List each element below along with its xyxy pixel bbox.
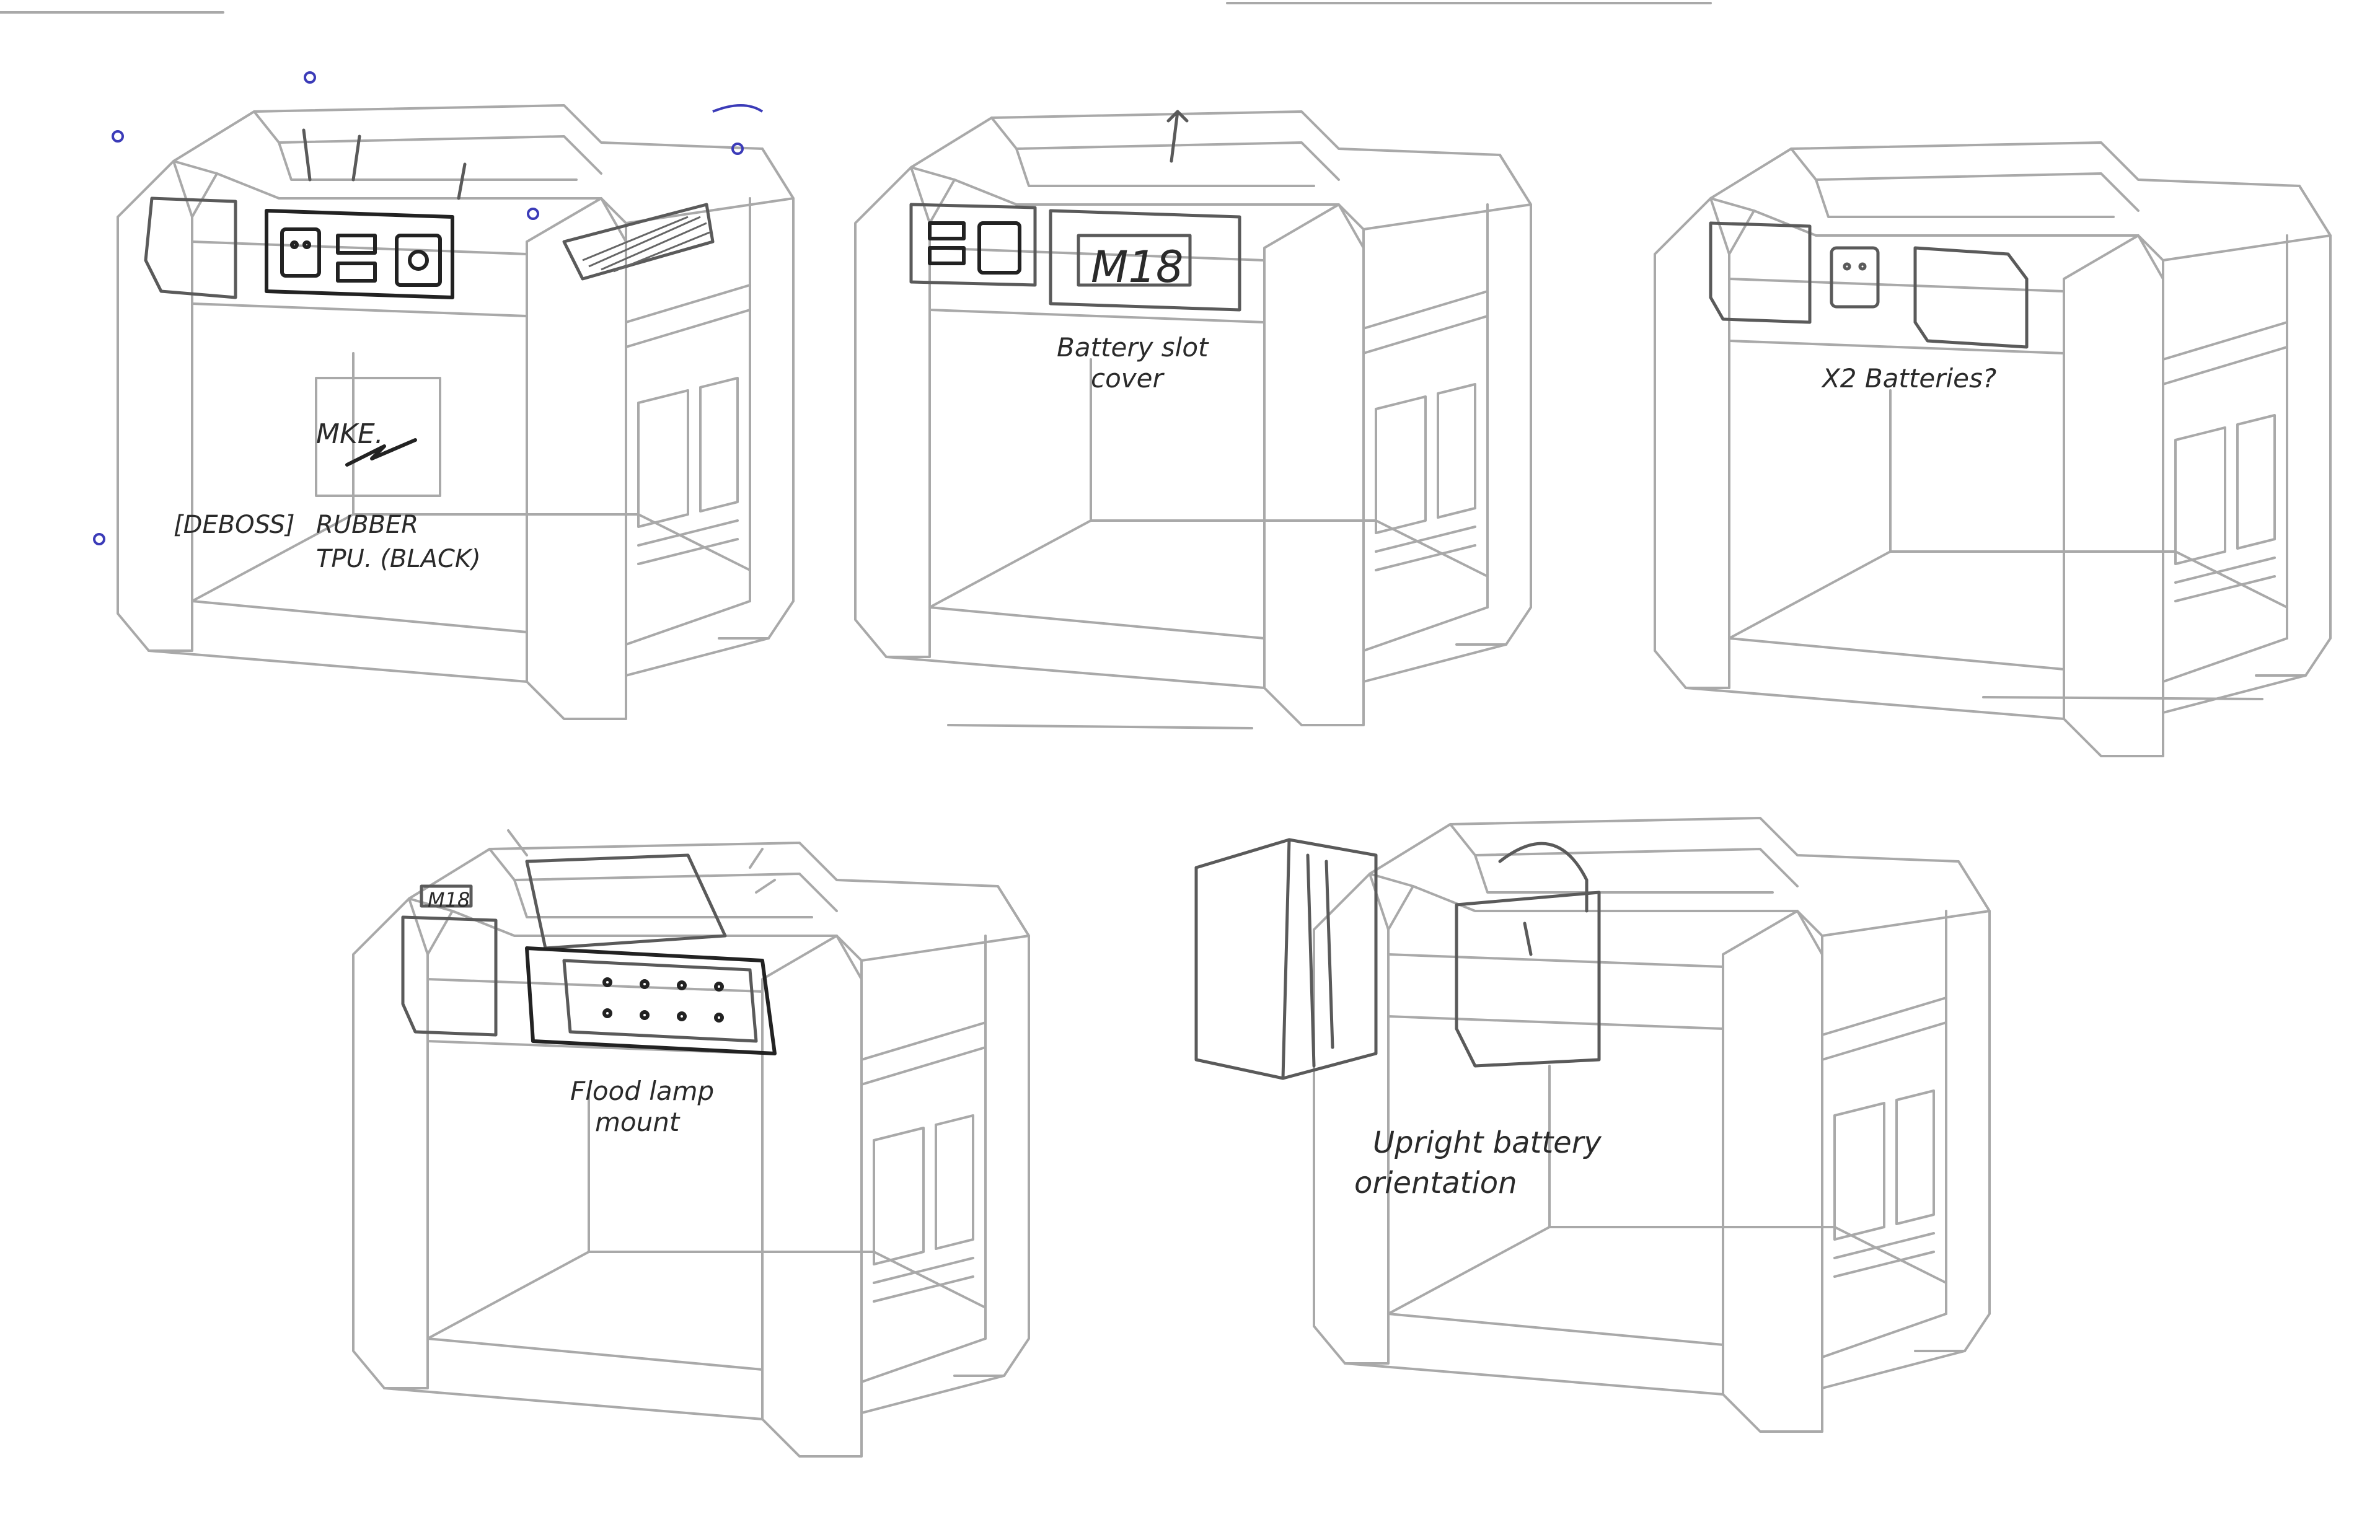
sketch-5-note-line1: Upright battery bbox=[1373, 1125, 1602, 1160]
sketch-1-logo-note: MKE. bbox=[316, 418, 384, 450]
sketch-2-badge: M18 bbox=[1091, 242, 1183, 293]
sketch-5-note-line2: orientation bbox=[1354, 1166, 1517, 1200]
sketch-1-rubber-note: RUBBER bbox=[316, 511, 418, 539]
sketch-4-badge: M18 bbox=[428, 888, 470, 912]
sketch-1-tpu-note: TPU. (BLACK) bbox=[316, 545, 481, 573]
sketch-2-note-line2: cover bbox=[1091, 363, 1165, 394]
sketch-3-dual-batteries bbox=[1654, 141, 2332, 757]
sketch-4-flood-lamp-mount bbox=[352, 829, 1030, 1458]
sketch-1-deboss-note: [DEBOSS] bbox=[174, 511, 295, 539]
sketch-1-power-station bbox=[93, 71, 795, 720]
sketch-5-upright-battery bbox=[1194, 817, 1991, 1433]
sketch-2-note-line1: Battery slot bbox=[1057, 332, 1209, 363]
sketch-3-note: X2 Batteries? bbox=[1821, 363, 1996, 394]
sketch-2-battery-slot-cover bbox=[854, 110, 1532, 726]
sketch-4-note-line2: mount bbox=[595, 1107, 681, 1137]
sketch-4-note-line1: Flood lamp bbox=[570, 1076, 714, 1106]
